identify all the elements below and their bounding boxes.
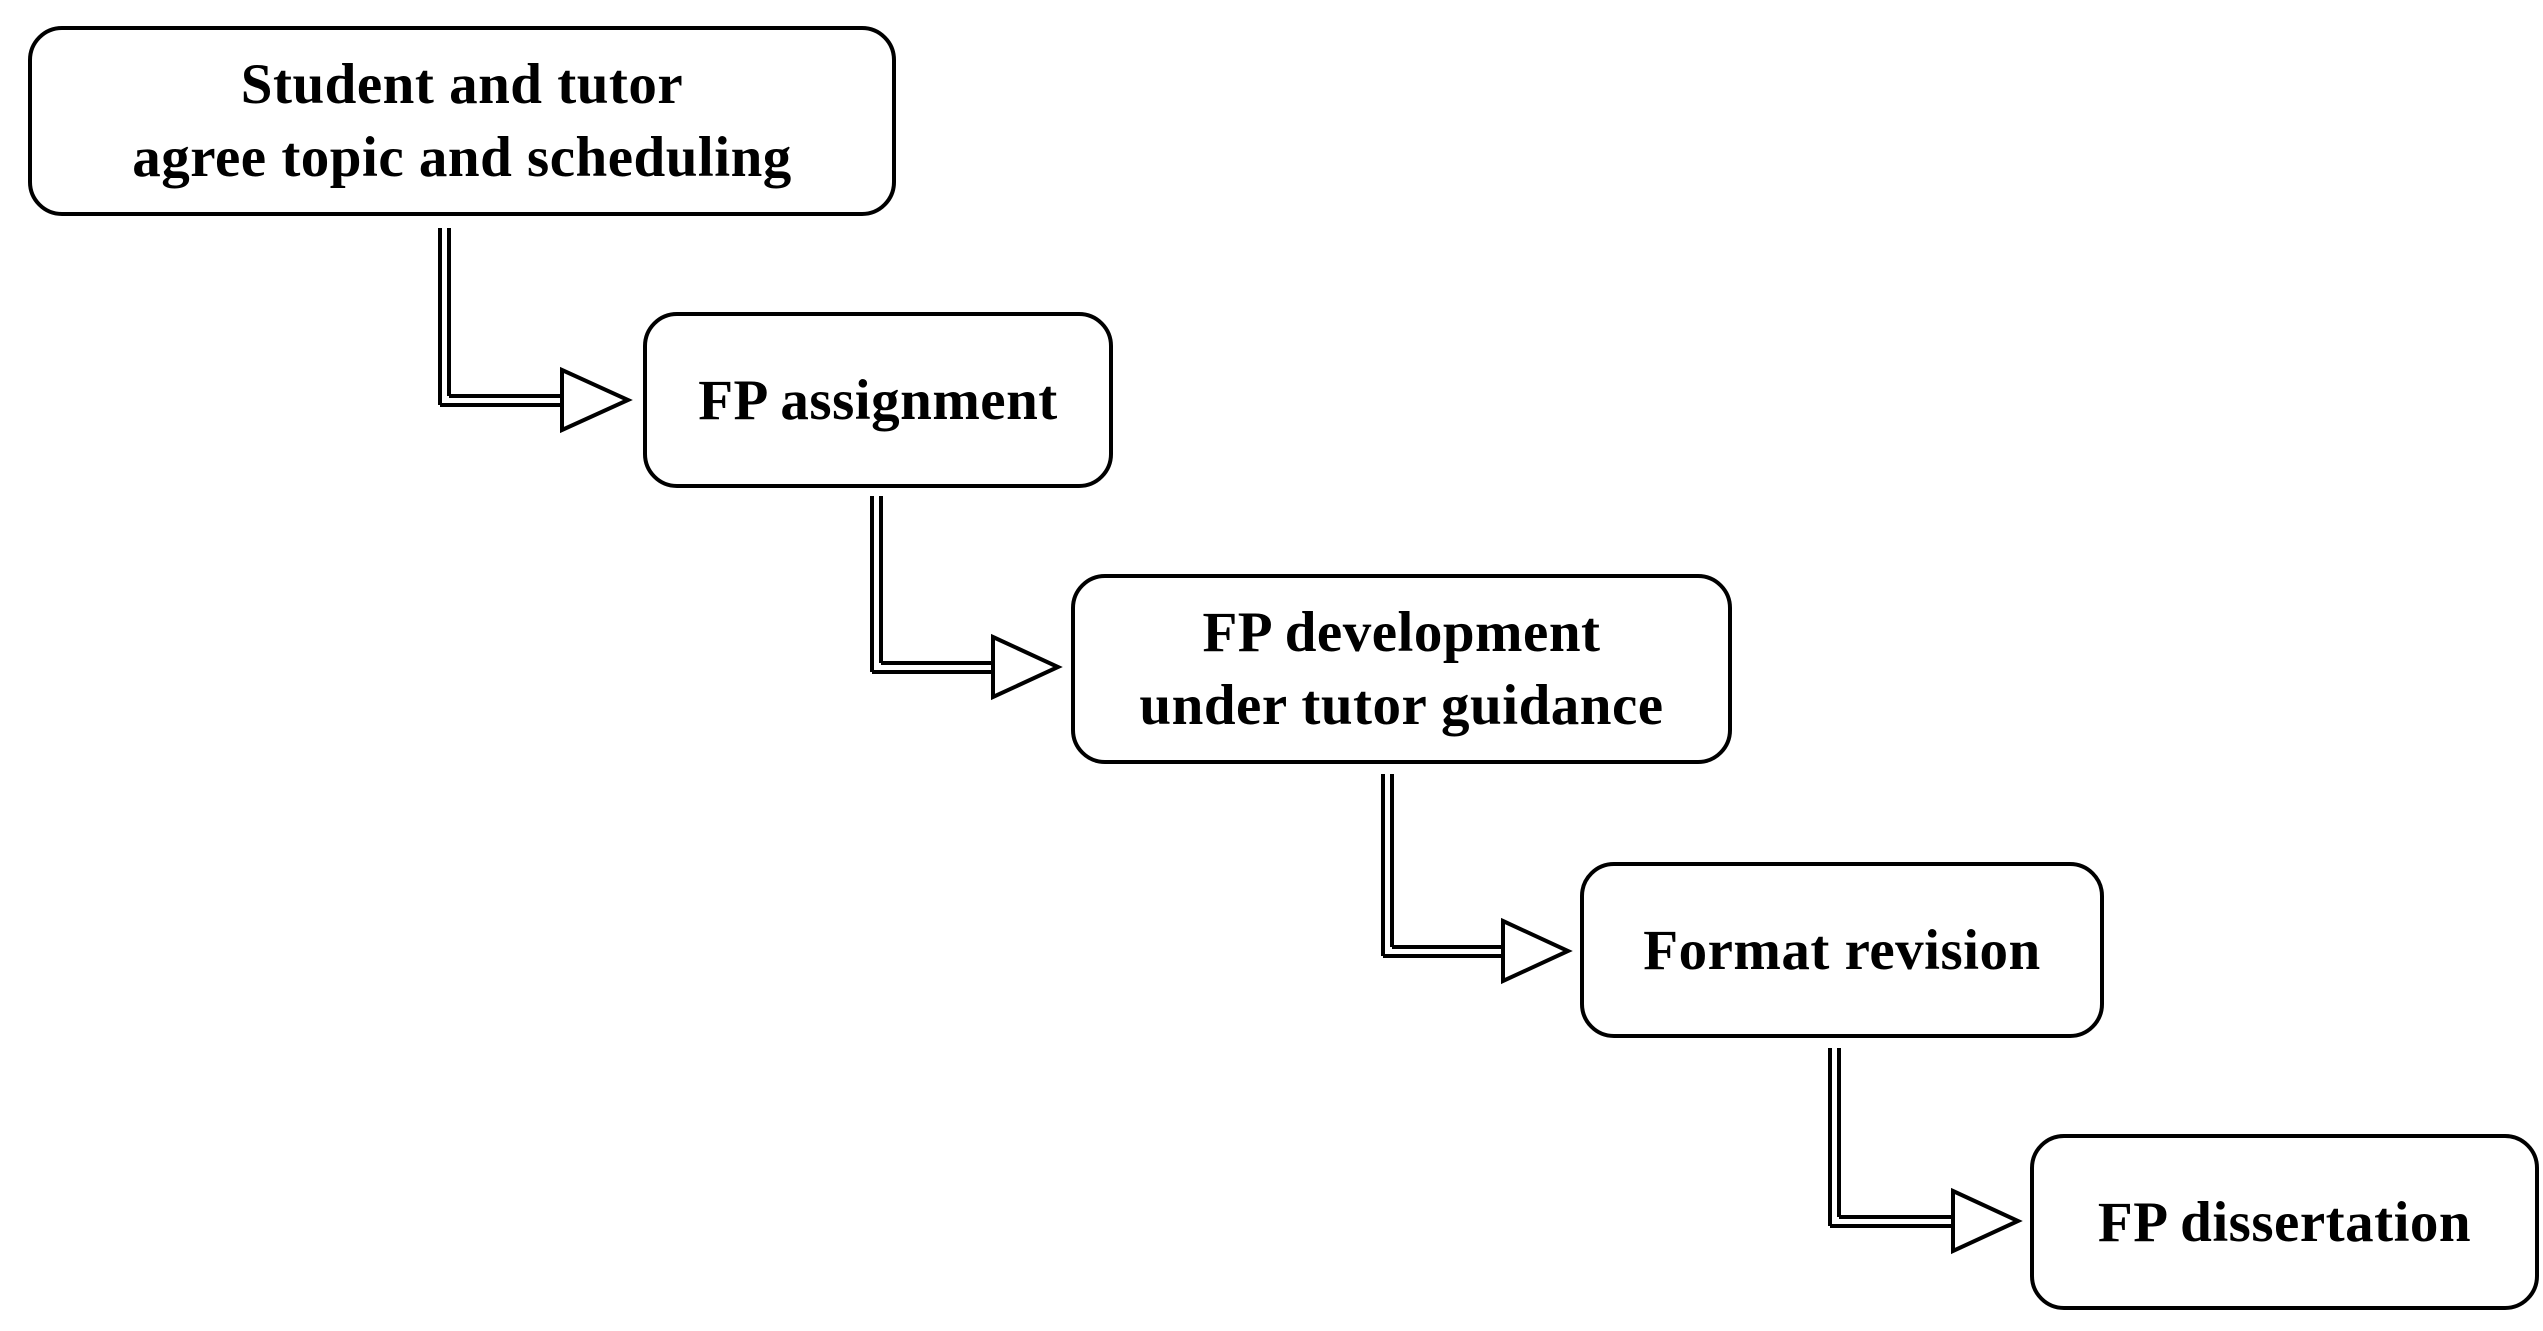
- step-label: Student and tutor agree topic and schedu…: [132, 53, 792, 189]
- step-label: FP development under tutor guidance: [1139, 601, 1664, 737]
- connector-2-to-3: [870, 496, 1063, 701]
- step-label: FP assignment: [698, 368, 1058, 432]
- step-label: FP dissertation: [2097, 1190, 2472, 1254]
- arrowhead-1: [560, 366, 633, 434]
- connector-1-to-2: [438, 228, 633, 434]
- arrowhead-3: [1501, 917, 1573, 985]
- arrowhead-4: [1951, 1187, 2023, 1255]
- step-box-fp-dissertation: FP dissertation: [2030, 1134, 2539, 1310]
- arrowhead-2: [991, 633, 1063, 701]
- step-box-fp-development: FP development under tutor guidance: [1071, 574, 1732, 764]
- connector-4-to-5: [1828, 1048, 2023, 1255]
- step-box-format-revision: Format revision: [1580, 862, 2104, 1038]
- step-label: Format revision: [1643, 918, 2041, 982]
- step-box-fp-assignment: FP assignment: [643, 312, 1113, 488]
- connector-3-to-4: [1381, 774, 1573, 985]
- step-box-topic-scheduling: Student and tutor agree topic and schedu…: [28, 26, 896, 216]
